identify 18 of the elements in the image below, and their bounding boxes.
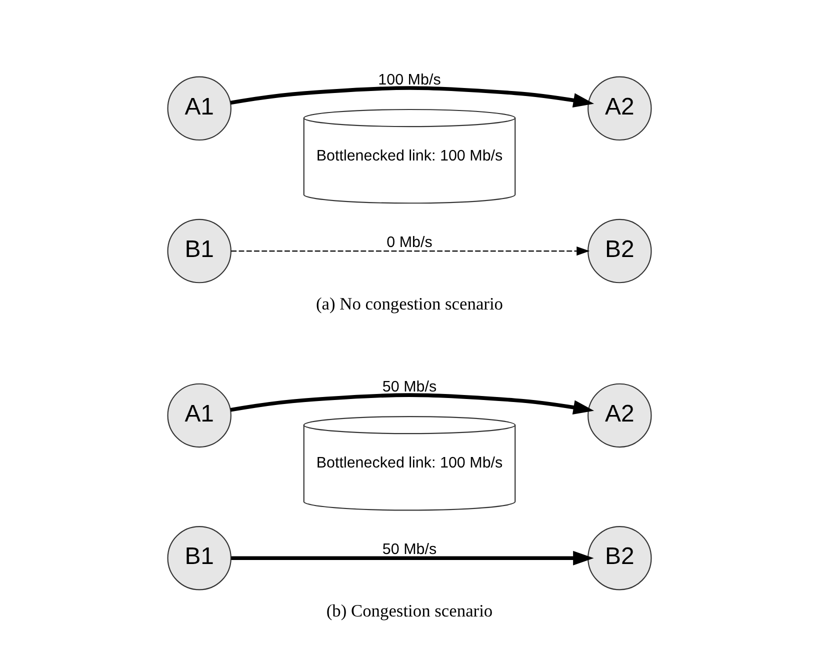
label: (b) Congestion scenario <box>326 600 493 621</box>
label: (a) No congestion scenario <box>316 294 504 314</box>
arrow <box>231 550 594 566</box>
edge-label: 100 Mb/s <box>378 72 441 89</box>
arrow <box>231 246 590 256</box>
arrow <box>230 86 594 108</box>
node-circle: B2 <box>588 526 652 590</box>
node-circle: A2 <box>588 76 652 141</box>
node-circle: A1 <box>167 76 232 141</box>
edge-label: 0 Mb/s <box>386 234 432 251</box>
node-circle: B1 <box>167 218 232 284</box>
node-circle: B1 <box>167 526 232 590</box>
edge-label: 50 Mb/s <box>382 540 437 558</box>
node-circle: B2 <box>588 218 652 284</box>
arrow <box>230 393 594 415</box>
edge-label: 50 Mb/s <box>382 378 437 396</box>
node-circle: A2 <box>588 383 652 448</box>
node-circle: A1 <box>167 383 232 448</box>
